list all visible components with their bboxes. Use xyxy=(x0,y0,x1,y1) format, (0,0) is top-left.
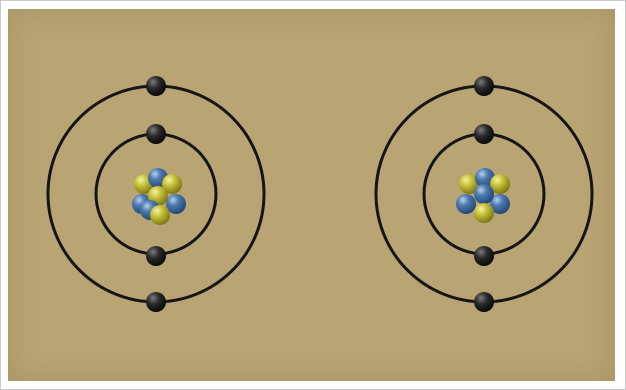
electron xyxy=(474,124,494,144)
nucleus xyxy=(456,168,510,223)
proton xyxy=(150,205,170,225)
electron xyxy=(146,124,166,144)
proton xyxy=(474,203,494,223)
left-atom xyxy=(48,76,264,312)
neutron xyxy=(456,194,476,214)
neutron xyxy=(474,184,494,204)
nucleus xyxy=(132,168,186,225)
right-atom xyxy=(376,76,592,312)
electron xyxy=(474,246,494,266)
electron xyxy=(146,292,166,312)
electron xyxy=(146,76,166,96)
electron xyxy=(146,246,166,266)
electron xyxy=(474,76,494,96)
electron xyxy=(474,292,494,312)
